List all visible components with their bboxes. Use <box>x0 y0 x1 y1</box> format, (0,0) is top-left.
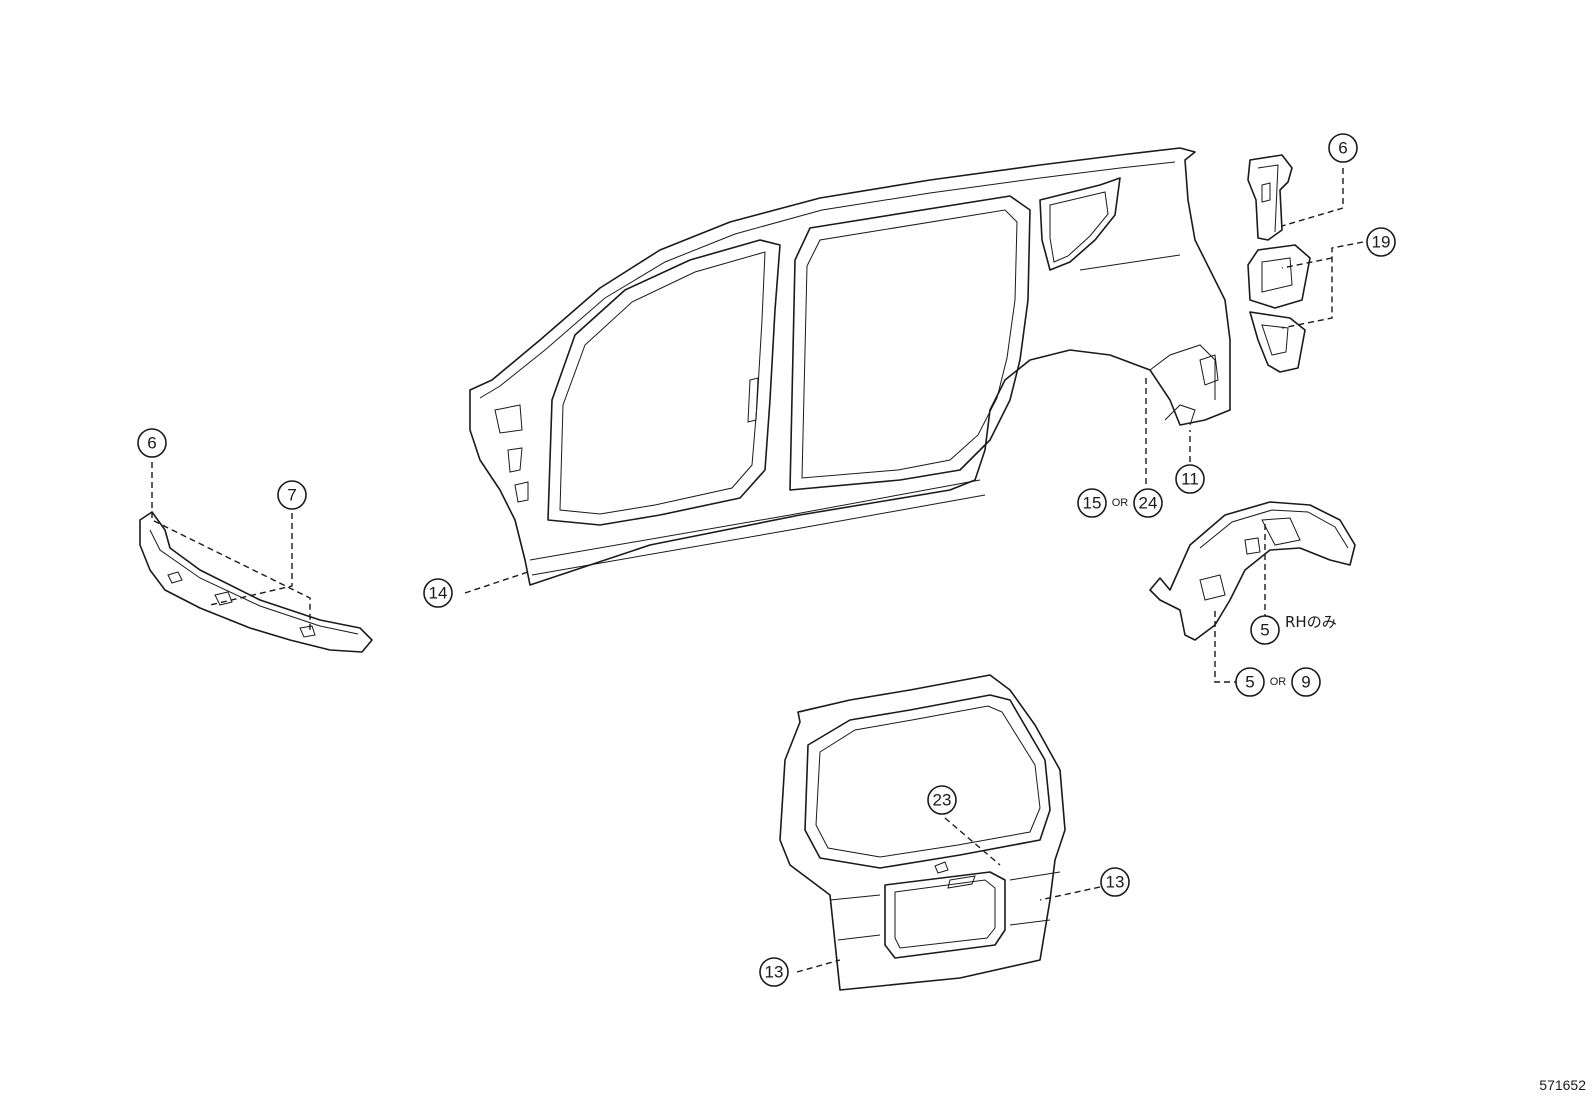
callout-14: 14 <box>423 578 453 608</box>
callout-6-top: 6 <box>1328 133 1358 163</box>
callout-9: 9 <box>1291 667 1321 697</box>
svg-text:5: 5 <box>1245 673 1254 692</box>
roof-side-rail-bracket <box>139 511 373 653</box>
svg-text:24: 24 <box>1139 494 1158 513</box>
svg-text:15: 15 <box>1083 494 1102 513</box>
inner-panel-bracket-parts <box>1247 244 1311 373</box>
callout-5: 5 <box>1235 667 1265 697</box>
callout-6-left: 6 <box>137 428 167 458</box>
callout-13-left: 13 <box>759 957 789 987</box>
svg-text:19: 19 <box>1372 233 1391 252</box>
svg-text:9: 9 <box>1301 673 1310 692</box>
pillar-reinforcement-part <box>1247 154 1293 241</box>
callout-13-right: 13 <box>1100 867 1130 897</box>
callout-7: 7 <box>277 480 307 510</box>
svg-text:23: 23 <box>933 791 952 810</box>
callout-24: 24 <box>1133 488 1163 518</box>
callout-15: 15 <box>1077 488 1107 518</box>
svg-text:13: 13 <box>765 963 784 982</box>
svg-text:6: 6 <box>147 434 156 453</box>
callout-23: 23 <box>927 785 957 815</box>
callout-5-rh: 5 <box>1250 615 1280 645</box>
diagram-id: 571652 <box>1539 1077 1586 1093</box>
back-door-panel <box>779 674 1066 991</box>
callout-19: 19 <box>1366 227 1396 257</box>
or-label-5-9: OR <box>1270 676 1287 688</box>
svg-text:6: 6 <box>1338 139 1347 158</box>
svg-text:5: 5 <box>1260 621 1269 640</box>
svg-text:11: 11 <box>1181 470 1199 489</box>
callout-11: 11 <box>1175 464 1205 494</box>
side-body-panel <box>469 147 1231 586</box>
wheel-house-panel <box>1149 501 1356 641</box>
svg-text:7: 7 <box>287 486 296 505</box>
svg-text:14: 14 <box>429 584 448 603</box>
rh-only-note: RHのみ <box>1285 613 1337 631</box>
or-label-15-24: OR <box>1112 497 1129 509</box>
leader-lines <box>151 168 1364 973</box>
svg-text:13: 13 <box>1106 873 1125 892</box>
